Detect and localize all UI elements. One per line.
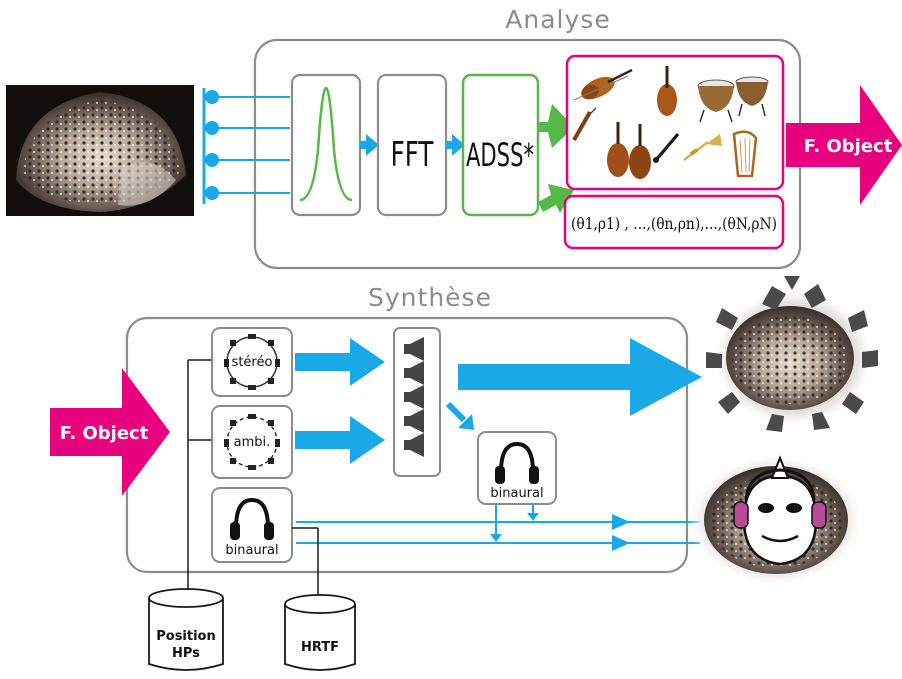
adss-label: ADSS* xyxy=(466,138,534,175)
arrow-adss-instruments xyxy=(538,104,574,148)
binaural-box xyxy=(211,487,293,563)
timpani-icon xyxy=(697,76,769,123)
violin-icon xyxy=(573,68,633,101)
arrow-adss-positions xyxy=(538,184,574,213)
f-object-input-label: F. Object xyxy=(60,423,149,444)
headphones-icon xyxy=(495,441,539,484)
binaural-signal-lines xyxy=(296,504,630,544)
binaural-virtual-label: binaural xyxy=(490,486,543,501)
headphones-icon xyxy=(230,497,274,540)
instruments-box xyxy=(565,54,785,191)
filter-box xyxy=(290,73,362,217)
f-object-output-arrow xyxy=(786,85,902,205)
arrow-ambi-speakers xyxy=(295,416,385,464)
speaker-array-icon xyxy=(404,337,424,457)
arrow-stereo-speakers xyxy=(295,338,385,386)
clarinet-icon xyxy=(653,132,680,163)
arrow-down-b xyxy=(527,513,539,521)
positions-box xyxy=(563,194,785,250)
synthesis-title: Synthèse xyxy=(368,283,492,312)
position-hps-database xyxy=(148,588,224,671)
ambi-label: ambi. xyxy=(234,435,271,450)
positions-formula: (θ1,ρ1) , ...,(θn,ρn),...,(θN,ρN) xyxy=(571,214,777,233)
position-hps-label-1: Position xyxy=(156,629,216,644)
trumpet-icon xyxy=(683,134,722,161)
analysis-title: Analyse xyxy=(505,5,610,34)
orchestra-photo xyxy=(6,85,194,216)
arrow-speakers-binaural xyxy=(458,414,474,430)
speaker-ring-icon xyxy=(224,414,280,470)
gaussian-curve xyxy=(299,86,353,202)
binaural-label: binaural xyxy=(225,543,278,558)
fft-label: FFT xyxy=(391,135,434,174)
f-object-output-label: F. Object xyxy=(804,136,893,157)
position-hps-label-2: HPs xyxy=(172,646,200,661)
listener-head-image xyxy=(688,454,864,586)
microphone-array xyxy=(202,88,290,204)
instrument-icons xyxy=(572,66,769,179)
speaker-ring-icon xyxy=(224,334,280,390)
cello-icon xyxy=(657,66,677,116)
binaural-virtual-box xyxy=(477,431,557,505)
arrow-speakers-sphere xyxy=(458,338,702,416)
arrow-filter-fft xyxy=(360,134,379,156)
double-bass-icon xyxy=(607,122,651,179)
arrow-down-a xyxy=(490,534,502,542)
hrtf-database xyxy=(284,594,356,671)
speaker-sphere-image xyxy=(706,276,878,432)
arrow-fft-adss xyxy=(446,134,465,156)
hrtf-label: HRTF xyxy=(301,640,339,655)
harp-icon xyxy=(732,130,758,178)
bassoon-icon xyxy=(572,107,597,141)
arrow-right-top xyxy=(612,514,630,530)
arrow-right-bottom xyxy=(612,535,630,551)
adss-box xyxy=(461,73,540,217)
f-object-input-arrow xyxy=(50,368,170,496)
stereo-label: stéréo xyxy=(232,355,273,370)
